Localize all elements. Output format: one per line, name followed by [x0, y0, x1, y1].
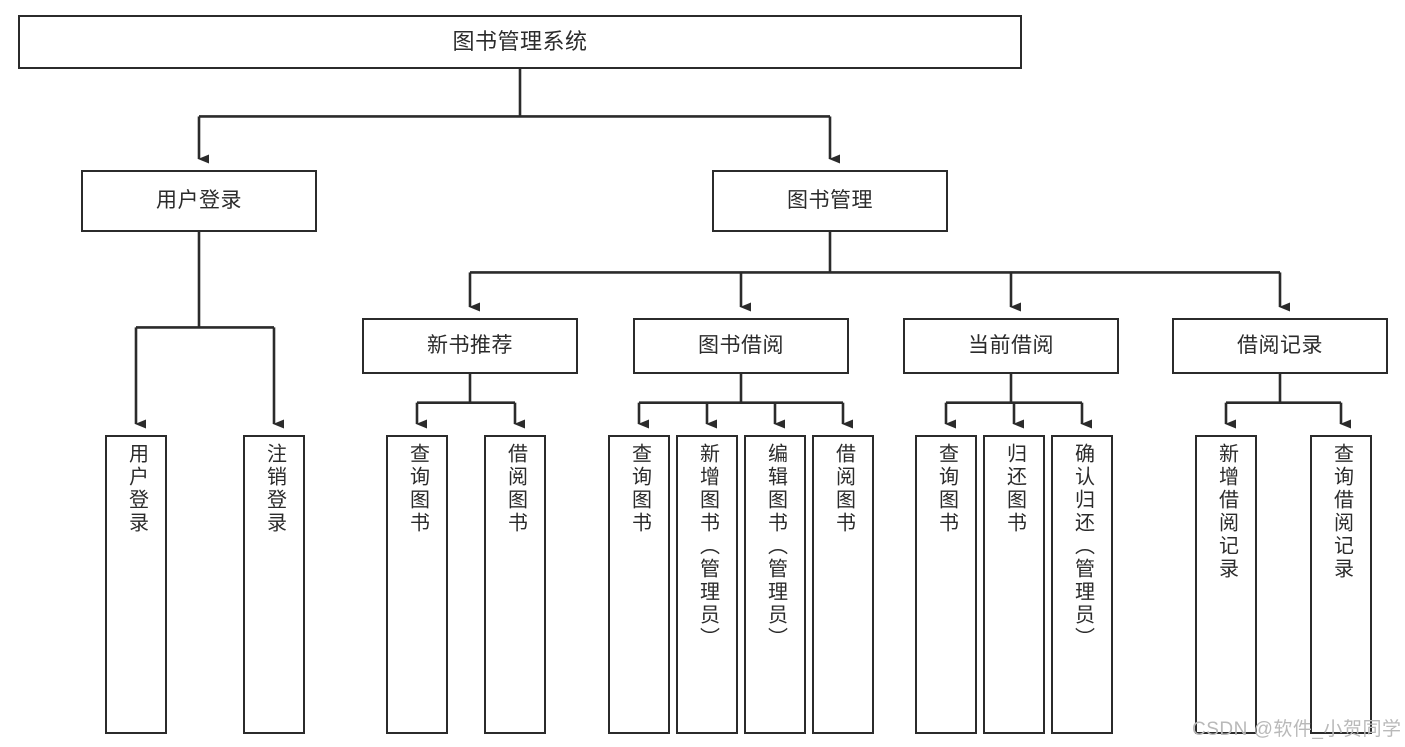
- node-label-newbook-2: 借阅图书: [504, 443, 527, 535]
- node-current[interactable]: 当前借阅: [903, 318, 1119, 374]
- node-login-1[interactable]: 用户登录: [105, 435, 167, 734]
- node-login[interactable]: 用户登录: [81, 170, 317, 232]
- node-label-login-2: 注销登录: [263, 443, 286, 535]
- node-label-bookmgmt: 图书管理: [787, 188, 873, 212]
- node-borrow[interactable]: 图书借阅: [633, 318, 849, 374]
- node-label-login: 用户登录: [156, 188, 242, 212]
- node-root[interactable]: 图书管理系统: [18, 15, 1022, 69]
- node-label-login-1: 用户登录: [125, 443, 148, 535]
- node-label-borrow-4: 借阅图书: [832, 443, 855, 535]
- node-newbook[interactable]: 新书推荐: [362, 318, 578, 374]
- csdn-watermark: CSDN @软件_小贺同学: [1192, 719, 1402, 740]
- node-label-borrow: 图书借阅: [698, 333, 784, 357]
- node-label-borrow-3: 编辑图书（管理员）: [764, 443, 787, 650]
- node-login-2[interactable]: 注销登录: [243, 435, 305, 734]
- node-newbook-1[interactable]: 查询图书: [386, 435, 448, 734]
- node-record-1[interactable]: 新增借阅记录: [1195, 435, 1257, 734]
- node-label-record: 借阅记录: [1237, 333, 1323, 357]
- node-bookmgmt[interactable]: 图书管理: [712, 170, 948, 232]
- node-borrow-3[interactable]: 编辑图书（管理员）: [744, 435, 806, 734]
- node-label-record-2: 查询借阅记录: [1330, 443, 1353, 581]
- node-label-current-3: 确认归还（管理员）: [1071, 443, 1094, 650]
- node-borrow-2[interactable]: 新增图书（管理员）: [676, 435, 738, 734]
- node-record-2[interactable]: 查询借阅记录: [1310, 435, 1372, 734]
- node-label-borrow-1: 查询图书: [628, 443, 651, 535]
- node-record[interactable]: 借阅记录: [1172, 318, 1388, 374]
- node-label-newbook-1: 查询图书: [406, 443, 429, 535]
- node-current-2[interactable]: 归还图书: [983, 435, 1045, 734]
- node-label-newbook: 新书推荐: [427, 333, 513, 357]
- node-label-current-1: 查询图书: [935, 443, 958, 535]
- node-label-current: 当前借阅: [968, 333, 1054, 357]
- node-label-root: 图书管理系统: [452, 29, 588, 55]
- node-label-record-1: 新增借阅记录: [1215, 443, 1238, 581]
- node-label-current-2: 归还图书: [1003, 443, 1026, 535]
- node-current-1[interactable]: 查询图书: [915, 435, 977, 734]
- node-label-borrow-2: 新增图书（管理员）: [696, 443, 719, 650]
- node-newbook-2[interactable]: 借阅图书: [484, 435, 546, 734]
- node-borrow-4[interactable]: 借阅图书: [812, 435, 874, 734]
- node-borrow-1[interactable]: 查询图书: [608, 435, 670, 734]
- node-current-3[interactable]: 确认归还（管理员）: [1051, 435, 1113, 734]
